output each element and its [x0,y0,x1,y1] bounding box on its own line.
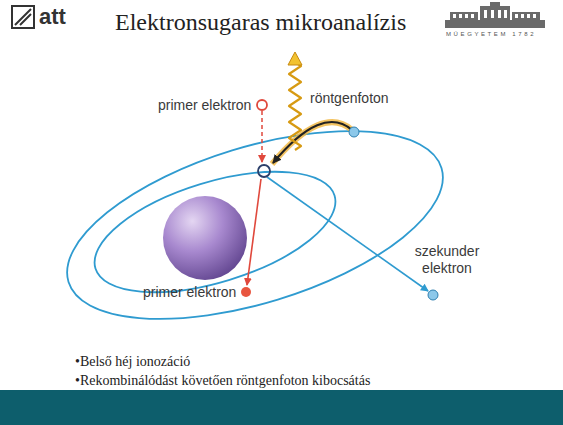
primary-path-out [247,179,261,285]
primary-electron-in [257,100,267,110]
vacancy [258,165,270,177]
slide-title: Elektronsugaras mikroanalízis [115,8,406,36]
xray-zigzag [289,62,301,150]
inner-orbit [81,148,349,317]
transition-highlight [272,122,352,164]
outer-electron [349,127,359,137]
secondary-electron [428,290,438,300]
primary-path-dashed [261,111,263,162]
logo-icon [12,6,34,28]
outer-orbit [46,93,465,356]
building-logo [445,2,545,28]
logo-caption: MŰEGYETEM 1782 [446,31,536,38]
footer-band [0,390,563,425]
bullet-point: •Rekombinálódást követően röntgenfoton k… [75,372,370,389]
secondary-electron-label: szekunder elektron [406,243,488,277]
primary-electron-label: primer elektron [143,284,236,301]
nucleus [163,196,247,280]
bullet-point: •Belső héj ionozáció [75,353,190,370]
secondary-path [267,177,428,291]
logo-text: att [39,5,66,29]
primary-electron-out [241,287,251,297]
xray-photon-label: röntgenfoton [310,90,389,107]
transition-arrow [273,122,352,163]
xray-arrowhead [288,52,302,65]
primary-electron-label: primer elektron [158,97,251,114]
